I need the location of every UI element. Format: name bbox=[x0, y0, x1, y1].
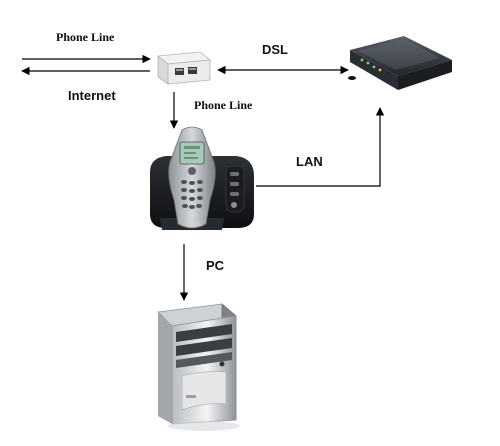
dsl-modem-icon bbox=[348, 36, 452, 90]
zyxel-logo: ZyXEL bbox=[186, 222, 202, 228]
arrow-lan bbox=[256, 107, 385, 187]
cordless-phone-router-icon: ZyXEL bbox=[150, 126, 254, 230]
phone-line-label-mid: Phone Line bbox=[194, 98, 253, 112]
pc-label: PC bbox=[206, 258, 225, 273]
dsl-label: DSL bbox=[262, 42, 288, 57]
internet-label: Internet bbox=[68, 88, 116, 103]
phone-line-label-top: Phone Line bbox=[56, 30, 115, 44]
lan-label: LAN bbox=[296, 154, 323, 169]
desktop-tower-icon bbox=[157, 303, 240, 431]
phone-splitter-icon bbox=[156, 51, 212, 85]
